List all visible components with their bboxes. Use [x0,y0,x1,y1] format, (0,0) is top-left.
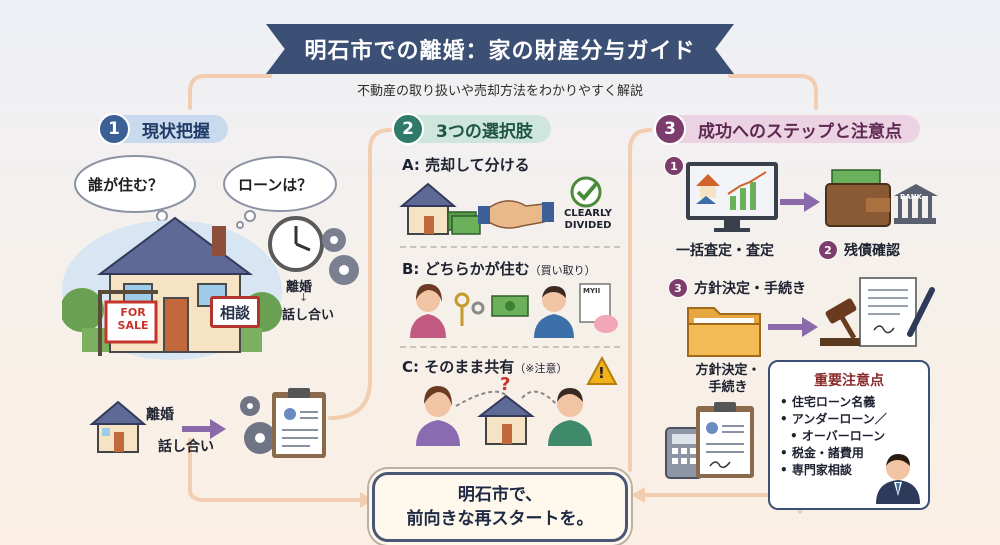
doc-label: MYII [583,287,601,295]
for-sale-line1: FOR [120,306,146,319]
folder-label: 方針決定・ 手続き [692,362,764,396]
warning-mark: ! [598,364,605,382]
for-sale-line2: SALE [117,319,149,332]
gear-clipboard-icon [240,388,326,458]
important-item: オーバーローン [780,428,918,445]
bubble-loan: ローンは？ [238,176,313,194]
bank-label: BANK [900,193,923,201]
step3-label: 方針決定・手続き [694,281,806,297]
down-arrow-icon: ↓ [299,291,309,304]
important-item: 住宅ローン名義 [780,394,918,411]
warning-icon [586,356,618,385]
divider-2 [400,346,620,348]
bottom-label-divorce: 離婚 [146,407,174,423]
wallet-bank-icon [825,169,938,227]
folder-label-2: 手続き [708,380,748,395]
title-banner: 明石市での離婚：家の財産分与ガイド [266,24,734,74]
advisor-icon [876,454,920,504]
step1-number: 1 [664,156,684,176]
monitor-chart-icon [686,162,778,232]
important-title: 重要注意点 [814,373,884,389]
option-c-main: C: そのまま共有 [402,358,515,376]
for-sale-sign-icon [98,290,158,356]
section1-number: 1 [98,113,130,145]
folder-icon [687,307,761,357]
clock-label-divorce: 離婚 [286,280,313,295]
thought-bubble-left-icon [74,155,196,228]
option-a: A: 売却して分ける [402,156,530,174]
step1-label: 一括査定・査定 [676,243,774,259]
clearly-label: CLEARLY [563,208,613,219]
important-item: アンダーローン／ [780,411,918,428]
closing-line2: 前向きな再スタートを。 [406,509,594,529]
consult-sign: 相談 [210,296,260,328]
for-sale-sign-text: FOR SALE [110,306,156,332]
bottom-label-discussion: 話し合い [158,439,214,455]
clock-label-discussion: 話し合い [282,308,335,323]
bubble-who-lives: 誰が住む？ [88,176,164,194]
small-house-icon [89,400,147,453]
clock-gear-icon [268,216,359,285]
step2-number: 2 [818,240,838,260]
section1-title: 現状把握 [120,115,228,143]
important-item: 税金・諸費用 [780,445,918,462]
clearly-divided-label: CLEARLY DIVIDED [556,208,620,232]
option-b-note: （買い取り） [529,264,596,277]
divider-1 [400,246,620,248]
folder-label-1: 方針決定・ [695,363,761,378]
question-mark: ? [500,374,511,395]
option-b-main: B: どちらかが住む [402,260,530,278]
subtitle: 不動産の取り扱いや売却方法をわかりやすく解説 [356,84,643,99]
thought-bubble-right-icon [223,156,337,229]
section3-header: 3 成功へのステップと注意点 [654,112,920,146]
step2-label: 残債確認 [844,243,900,259]
section1-header: 1 現状把握 [98,112,228,146]
shared-ownership-icon [416,386,592,446]
buyout-icon [410,283,618,338]
option-c: C: そのまま共有（※注意） [402,356,567,377]
important-item: 専門家相談 [780,462,918,479]
section2-header: 2 3つの選択肢 [392,112,551,146]
important-list: 住宅ローン名義 アンダーローン／ オーバーローン 税金・諸費用 専門家相談 [780,394,918,479]
sell-divide-icon [399,176,602,235]
calculator-clipboard-icon [665,402,754,479]
option-c-note: （※注意） [514,362,568,375]
section2-number: 2 [392,113,424,145]
closing-banner: 明石市で、 前向きな再スタートを。 [372,472,628,542]
gavel-document-icon [820,277,935,347]
divided-label: DIVIDED [564,220,612,231]
option-b: B: どちらかが住む（買い取り） [402,258,596,279]
section2-title: 3つの選択肢 [414,115,551,143]
section3-title: 成功へのステップと注意点 [676,115,920,143]
closing-line1: 明石市で、 [457,485,543,505]
step3-number: 3 [668,278,688,298]
section3-number: 3 [654,113,686,145]
